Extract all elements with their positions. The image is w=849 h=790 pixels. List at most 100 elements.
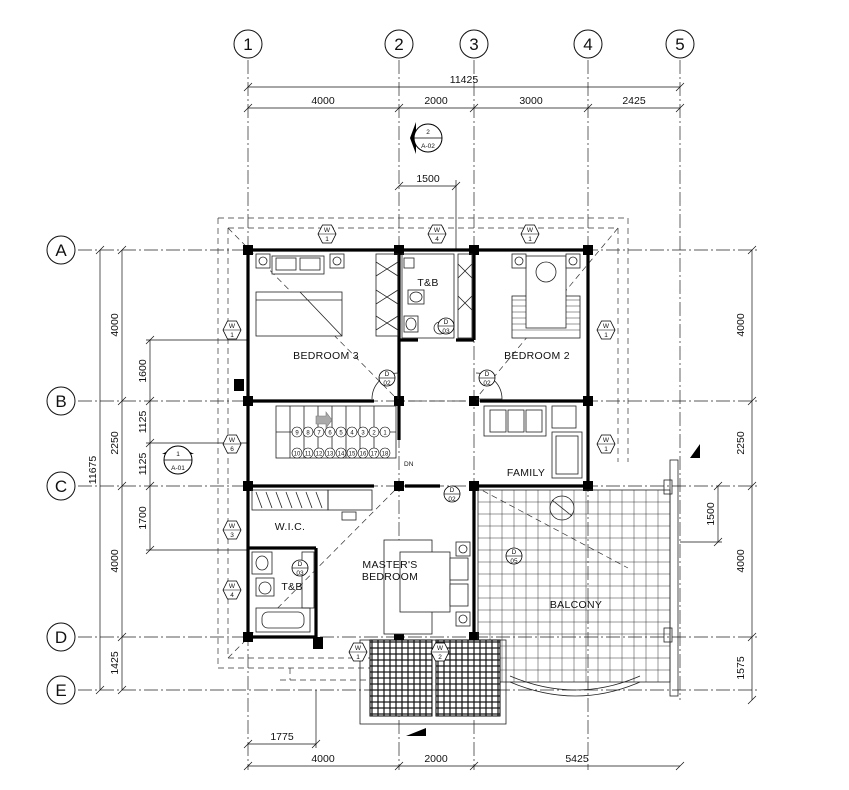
toilet-bath-lower: T&B [251, 551, 315, 633]
window-tag: W2 [430, 642, 450, 662]
stair-step: 13 [324, 447, 336, 459]
bed-2 [525, 255, 567, 329]
bedroom-3: BEDROOM 3 [255, 253, 399, 400]
door-tag-type: D [450, 487, 455, 494]
door-tag-number: 02 [383, 380, 391, 387]
window-tag: W1 [317, 224, 337, 244]
svg-text:4: 4 [583, 35, 592, 54]
section-top-sheet: A-02 [421, 143, 435, 150]
bed-3 [255, 291, 343, 337]
door-tag-number: 02 [448, 496, 456, 503]
grid-bubble-col-1: 1 [233, 29, 263, 59]
door-tag-type: D [385, 371, 390, 378]
window-tag-type: W [355, 645, 362, 652]
grid-bubble-row-e: E [46, 675, 76, 705]
door-tag-type: D [444, 319, 449, 326]
room-label-balcony: BALCONY [550, 599, 602, 611]
svg-text:D: D [55, 628, 67, 647]
dim-bottom-sub: 1775 [270, 731, 294, 743]
dim-bottom-seg-1: 4000 [311, 753, 335, 765]
stair-step: 11 [302, 447, 314, 459]
window-tag-type: W [324, 227, 331, 234]
stair-step-number: 1 [383, 430, 387, 436]
grid-bubble-col-5: 5 [665, 29, 695, 59]
dim-top-seg-4: 2425 [622, 95, 646, 107]
room-label-bedroom-2: BEDROOM 2 [504, 350, 570, 362]
stair-down-label: DN [404, 461, 414, 468]
stair-step: 10 [291, 447, 303, 459]
room-label-masters-line1: MASTER'S [362, 559, 417, 571]
window-tag: W4 [427, 224, 447, 244]
window-tag-number: 4 [435, 236, 439, 243]
stair-step-number: 9 [295, 430, 299, 436]
grid-bubble-row-b: B [46, 386, 76, 416]
svg-text:E: E [55, 681, 66, 700]
stair-step: 18 [379, 447, 391, 459]
room-label-bedroom-3: BEDROOM 3 [293, 350, 359, 362]
dim-top-seg-1: 4000 [311, 95, 335, 107]
window-tag-type: W [603, 437, 610, 444]
window-tag: W1 [596, 434, 616, 454]
stair-step: 4 [346, 426, 358, 438]
stair-step: 2 [368, 426, 380, 438]
toilet-bath-upper: T&B [401, 253, 473, 339]
window-tag: W1 [596, 320, 616, 340]
window-tag: W1 [520, 224, 540, 244]
window-tag-number: 6 [230, 446, 234, 453]
masters-bedroom: MASTER'S BEDROOM [362, 539, 471, 635]
stair-step: 6 [324, 426, 336, 438]
stair-step-number: 11 [305, 451, 312, 457]
window-tag-number: 1 [356, 654, 360, 661]
stair-step: 9 [291, 426, 303, 438]
window-tag-type: W [527, 227, 534, 234]
room-label-wic: W.I.C. [275, 521, 305, 533]
window-tag-number: 2 [438, 654, 442, 661]
door-tag-type: D [485, 371, 490, 378]
window-tag: W6 [222, 434, 242, 454]
window-tag-type: W [229, 323, 236, 330]
dimensions-left: 11675 4000 2250 4000 1425 1600 1125 1125… [87, 245, 248, 695]
stair-step: 16 [357, 447, 369, 459]
dim-left-sub-mid-a: 1125 [137, 411, 149, 434]
window-tag-type: W [229, 583, 236, 590]
svg-text:B: B [55, 392, 66, 411]
dimensions-bottom: 1775 4000 2000 5425 [243, 690, 685, 771]
dim-bottom-seg-2: 2000 [424, 753, 448, 765]
dim-left-seg-1: 4000 [109, 313, 121, 337]
door-tag: D05 [505, 547, 523, 565]
dim-right-seg-4: 1575 [735, 656, 747, 680]
window-tag-number: 4 [230, 592, 234, 599]
window-tag-number: 1 [230, 332, 234, 339]
door-tag: D 02 [443, 485, 461, 503]
stair-step-number: 3 [361, 430, 365, 436]
stair-step: 14 [335, 447, 347, 459]
window-tag-number: 1 [604, 332, 608, 339]
window-tag: W1 [222, 320, 242, 340]
stair-step-number: 16 [360, 451, 367, 457]
window-tag-number: 1 [604, 446, 608, 453]
columns [234, 245, 593, 649]
window-tag-number: 3 [230, 532, 234, 539]
sofa [483, 405, 547, 437]
door-tag-number: 03 [296, 570, 304, 577]
window-tag: W1 [348, 642, 368, 662]
window-tag-type: W [229, 523, 236, 530]
window-tag-type: W [603, 323, 610, 330]
window-tag-number: 1 [325, 236, 329, 243]
door-tag-type: D [512, 549, 517, 556]
stair-step: 3 [357, 426, 369, 438]
room-label-family: FAMILY [507, 467, 545, 479]
dim-top-seg-3: 3000 [519, 95, 543, 107]
section-left-num: 1 [176, 451, 180, 458]
svg-text:C: C [55, 477, 67, 496]
stair-step-number: 17 [371, 451, 378, 457]
grid-bubble-row-a: A [46, 235, 76, 265]
room-label-tb-lower: T&B [281, 581, 302, 593]
section-left-sheet: A-01 [171, 465, 185, 472]
dimensions-right: 4000 2250 4000 1575 1500 [680, 245, 757, 705]
svg-text:A: A [55, 241, 67, 260]
